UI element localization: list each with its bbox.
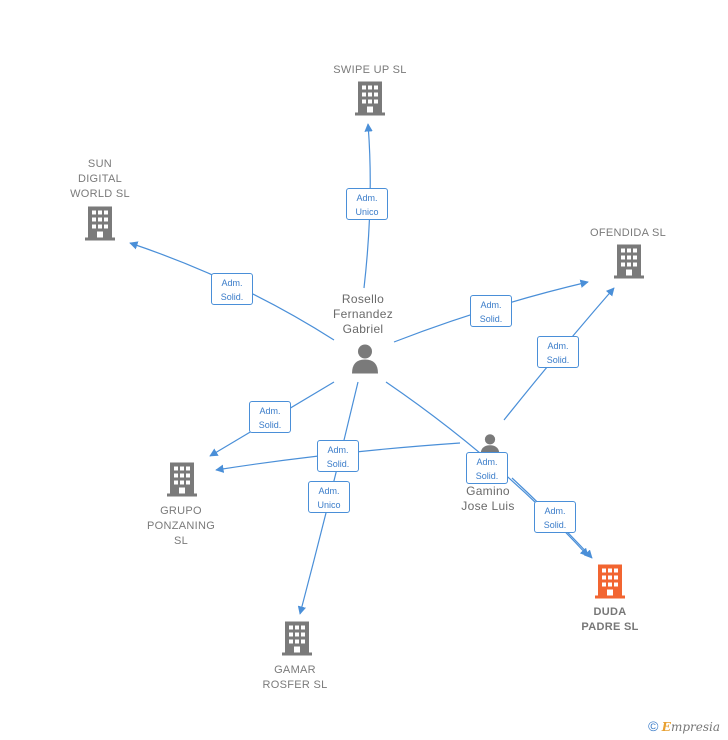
ofendida-building-icon[interactable] xyxy=(614,244,644,284)
swipe-up-label[interactable]: SWIPE UP SL xyxy=(333,64,407,76)
relation-rosello-grupo[interactable]: Adm. Solid. xyxy=(249,401,291,433)
grupo-ponzaning-label[interactable]: GRUPO PONZANING SL xyxy=(146,505,216,547)
relation-gamino-ofendida[interactable]: Adm. Solid. xyxy=(537,336,579,368)
grupo-ponzaning-building-icon[interactable] xyxy=(167,462,197,502)
relation-rosello-ofendida[interactable]: Adm. Solid. xyxy=(470,295,512,327)
copyright-icon: © xyxy=(648,718,659,734)
sun-digital-building-icon[interactable] xyxy=(85,206,115,246)
relation-gamino-duda[interactable]: Adm. Solid. xyxy=(534,501,576,533)
rosello-label[interactable]: Rosello Fernandez Gabriel xyxy=(332,292,394,336)
brand-logo: Empresia xyxy=(661,720,720,734)
duda-padre-building-icon[interactable] xyxy=(595,564,625,604)
gamino-label[interactable]: Gamino Jose Luis xyxy=(461,484,515,513)
sun-digital-label[interactable]: SUN DIGITAL WORLD SL xyxy=(70,158,130,200)
ofendida-label[interactable]: OFENDIDA SL xyxy=(589,227,667,239)
duda-padre-label[interactable]: DUDA PADRE SL xyxy=(581,606,639,633)
relation-rosello-sun-digital[interactable]: Adm. Solid. xyxy=(211,273,253,305)
swipe-up-building-icon[interactable] xyxy=(355,81,385,121)
rosello-person-icon[interactable] xyxy=(350,344,380,379)
relation-rosello-swipe-up[interactable]: Adm. Unico xyxy=(346,188,388,220)
relation-rosello-gamar[interactable]: Adm. Unico xyxy=(308,481,350,513)
relation-rosello-duda[interactable]: Adm. Solid. xyxy=(466,452,508,484)
gamar-rosfer-label[interactable]: GAMAR ROSFER SL xyxy=(262,664,328,691)
gamar-rosfer-building-icon[interactable] xyxy=(282,621,312,661)
relation-gamino-grupo[interactable]: Adm. Solid. xyxy=(317,440,359,472)
watermark: © Empresia xyxy=(648,718,720,734)
